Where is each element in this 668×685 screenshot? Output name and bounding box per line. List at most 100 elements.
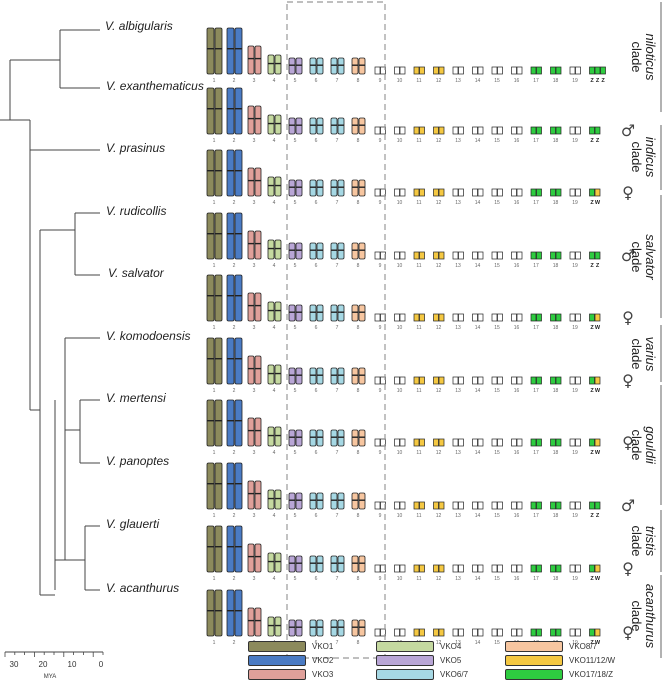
chromosome-pair: [206, 87, 223, 135]
micro-chromosome-pair: [550, 438, 562, 447]
chromosome-pair: [351, 179, 366, 197]
species-label: V. glauerti: [106, 517, 160, 531]
axis-label: MYA: [44, 674, 57, 680]
chromosome-pair: [288, 304, 303, 322]
micro-chromosome-pair: [413, 564, 425, 573]
sex-chromosome-label: W: [595, 325, 601, 331]
chromosome-number: 19: [572, 576, 578, 582]
chromosome-number: 10: [397, 138, 403, 144]
legend-item: VKO17/18/Z: [505, 669, 613, 680]
chromosome-number: 3: [253, 388, 256, 394]
chromosome-number: 15: [494, 263, 500, 269]
chromosome-number: 8: [357, 388, 360, 394]
micro-chromosome-pair: [472, 188, 484, 197]
chromosome-number: 3: [253, 513, 256, 519]
chromosome-number: 4: [273, 450, 276, 456]
legend-label: VKO11/12/W: [569, 656, 616, 665]
chromosome-number: 2: [233, 576, 236, 582]
micro-chromosome-pair: [472, 126, 484, 135]
chromosome-number: 5: [294, 513, 297, 519]
chromosome-number: 15: [494, 78, 500, 84]
chromosome-pair: [288, 57, 303, 75]
sex-chromosome-pair: [589, 564, 601, 573]
chromosome-number: 8: [357, 138, 360, 144]
chromosome-number: 9: [379, 513, 382, 519]
chromosome-number: 9: [379, 450, 382, 456]
clade-word: clade: [629, 338, 644, 370]
chromosome-number: 19: [572, 138, 578, 144]
chromosome-number: 13: [455, 640, 461, 646]
micro-chromosome-pair: [550, 66, 562, 75]
species-label: V. acanthurus: [106, 581, 180, 595]
micro-chromosome-pair: [433, 376, 445, 385]
chromosome-number: 12: [436, 513, 442, 519]
chromosome-number: 7: [336, 325, 339, 331]
chromosome-pair: [226, 399, 243, 447]
chromosome-number: 17: [533, 78, 539, 84]
chromosome-number: 6: [315, 78, 318, 84]
micro-chromosome-pair: [394, 501, 406, 510]
chromosome-number: 8: [357, 450, 360, 456]
chromosome-number: 10: [397, 200, 403, 206]
chromosome-pair: [330, 555, 345, 573]
chromosome-number: 5: [294, 263, 297, 269]
sex-chromosome-label: Z: [601, 78, 605, 84]
chromosome-number: 17: [533, 450, 539, 456]
sex-chromosome-label: Z: [596, 138, 600, 144]
chromosome-pair: [330, 429, 345, 447]
chromosome-pair: [206, 337, 223, 385]
micro-chromosome-pair: [491, 501, 503, 510]
chromosome-number: 11: [416, 78, 421, 84]
micro-chromosome-pair: [433, 188, 445, 197]
chromosome-number: 15: [494, 640, 500, 646]
chromosome-number: 7: [336, 576, 339, 582]
micro-chromosome-pair: [452, 376, 464, 385]
chromosome-pair: [247, 480, 262, 510]
clade-word: clade: [629, 41, 644, 73]
sex-chromosome-label: Z: [590, 640, 594, 646]
sex-chromosome-label: Z: [590, 138, 594, 144]
chromosome-number: 13: [455, 138, 461, 144]
chromosome-pair: [206, 525, 223, 573]
chromosome-number: 14: [475, 388, 481, 394]
chromosome-number: 14: [475, 513, 481, 519]
chromosome-number: 19: [572, 513, 578, 519]
sex-chromosome-label: Z: [590, 325, 594, 331]
chromosome-number: 4: [273, 513, 276, 519]
chromosome-number: 7: [336, 263, 339, 269]
chromosome-number: 15: [494, 576, 500, 582]
sex-chromosome-label: W: [595, 200, 601, 206]
chromosome-number: 16: [514, 450, 520, 456]
micro-chromosome-pair: [413, 66, 425, 75]
sex-chromosome-label: Z: [590, 450, 594, 456]
chromosome-number: 6: [315, 200, 318, 206]
chromosome-number: 1: [213, 200, 216, 206]
chromosome-number: 19: [572, 200, 578, 206]
chromosome-number: 19: [572, 388, 578, 394]
chromosome-pair: [309, 117, 324, 135]
clade-name: indicus: [643, 136, 658, 178]
chromosome-number: 9: [379, 388, 382, 394]
chromosome-number: 2: [233, 263, 236, 269]
chromosome-number: 15: [494, 200, 500, 206]
chromosome-number: 17: [533, 576, 539, 582]
micro-chromosome-pair: [394, 126, 406, 135]
micro-chromosome-pair: [491, 564, 503, 573]
clade-word: clade: [629, 525, 644, 557]
micro-chromosome-pair: [413, 251, 425, 260]
chromosome-number: 5: [294, 450, 297, 456]
micro-chromosome-pair: [511, 501, 523, 510]
chromosome-number: 17: [533, 263, 539, 269]
chromosome-number: 5: [294, 576, 297, 582]
micro-chromosome-pair: [550, 188, 562, 197]
chromosome-number: 8: [357, 78, 360, 84]
chromosome-pair: [247, 355, 262, 385]
chromosome-pair: [330, 367, 345, 385]
chromosome-pair: [267, 301, 282, 322]
legend-swatch: [248, 641, 306, 652]
micro-chromosome-pair: [413, 126, 425, 135]
sex-symbol: ♂: [621, 496, 635, 515]
clade-name: acanthurus: [643, 583, 658, 649]
